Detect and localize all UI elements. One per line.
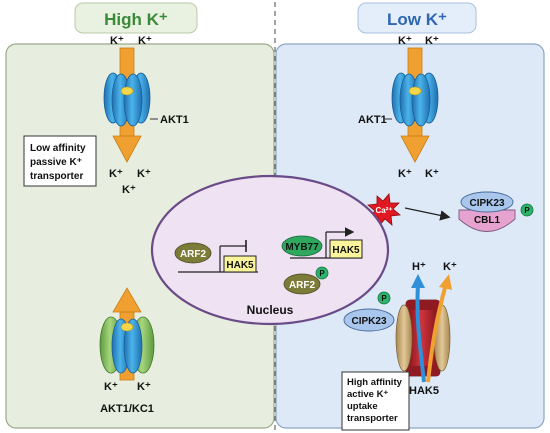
akt1-kc1-ion-left: K⁺ — [104, 381, 118, 393]
low-affinity-note-box — [23, 135, 97, 187]
nucleus-label: Nucleus — [247, 303, 294, 317]
low-header-box — [357, 2, 477, 34]
myb77-label: MYB77 — [285, 242, 319, 253]
hak5-gene-right — [329, 239, 363, 259]
k-ion-label: K⁺ — [443, 261, 457, 273]
cipk23-top-label: CIPK23 — [469, 198, 504, 209]
high-header: High K⁺ — [104, 10, 168, 29]
low-header: Low K⁺ — [387, 10, 447, 29]
high-ion-bottom-center: K⁺ — [122, 184, 136, 196]
phospho-arf2 — [315, 266, 329, 280]
k-ion-influx-arrow — [426, 274, 452, 383]
cbl1-shape — [458, 209, 516, 232]
high-affinity-note: High affinity active K⁺ uptake transport… — [347, 377, 405, 424]
arf2-right — [283, 273, 321, 295]
phospho-cipk23-label: P — [381, 294, 387, 303]
high-ion-bottom-right: K⁺ — [137, 168, 151, 180]
low-affinity-note: Low affinity passive K⁺ transporter — [30, 143, 88, 182]
arf2-left — [174, 242, 212, 264]
hak5-label: HAK5 — [409, 385, 439, 397]
low-ion-bottom-left: K⁺ — [398, 168, 412, 180]
akt1-kc1-ion-right: K⁺ — [137, 381, 151, 393]
myb77 — [281, 235, 323, 257]
calcium-to-kinase-arrow — [404, 207, 451, 221]
low-ion-top-right: K⁺ — [425, 35, 439, 47]
high-ion-top-right: K⁺ — [138, 35, 152, 47]
high-ion-bottom-left: K⁺ — [109, 168, 123, 180]
akt1-kc1-channel — [99, 316, 155, 374]
akt1-kc1-label: AKT1/KC1 — [100, 403, 154, 415]
hak5-gene-left-label: HAK5 — [226, 260, 254, 271]
arf2-left-label: ARF2 — [180, 249, 207, 260]
cbl1-label: CBL1 — [474, 215, 501, 226]
nucleus — [150, 174, 390, 326]
high-ion-top-left: K⁺ — [110, 35, 124, 47]
phospho-cbl1 — [520, 203, 534, 217]
akt1-channel-low — [391, 72, 439, 127]
cipk23-top — [460, 191, 514, 213]
akt1-label-low: AKT1 — [358, 114, 387, 126]
phospho-cipk23 — [377, 291, 391, 305]
akt1-label-high: AKT1 — [160, 114, 189, 126]
low-ion-bottom-right: K⁺ — [425, 168, 439, 180]
cipk23-bottom — [343, 308, 395, 332]
h-ion-efflux-arrow — [411, 274, 426, 383]
low-ion-top-left: K⁺ — [398, 35, 412, 47]
cipk23-bottom-label: CIPK23 — [351, 316, 386, 327]
calcium-burst: Ca²⁺ — [367, 193, 401, 227]
hak5-gene-left — [223, 255, 257, 273]
calcium-label: Ca²⁺ — [375, 206, 392, 215]
phospho-cbl1-label: P — [524, 206, 530, 215]
akt1-channel-high — [103, 72, 151, 127]
arf2-right-label: ARF2 — [289, 280, 316, 291]
hak5-gene-right-label: HAK5 — [332, 245, 360, 256]
phospho-arf2-label: P — [319, 269, 325, 278]
h-ion-label: H⁺ — [412, 261, 426, 273]
high-affinity-note-box — [341, 371, 410, 431]
high-header-box — [74, 2, 198, 34]
